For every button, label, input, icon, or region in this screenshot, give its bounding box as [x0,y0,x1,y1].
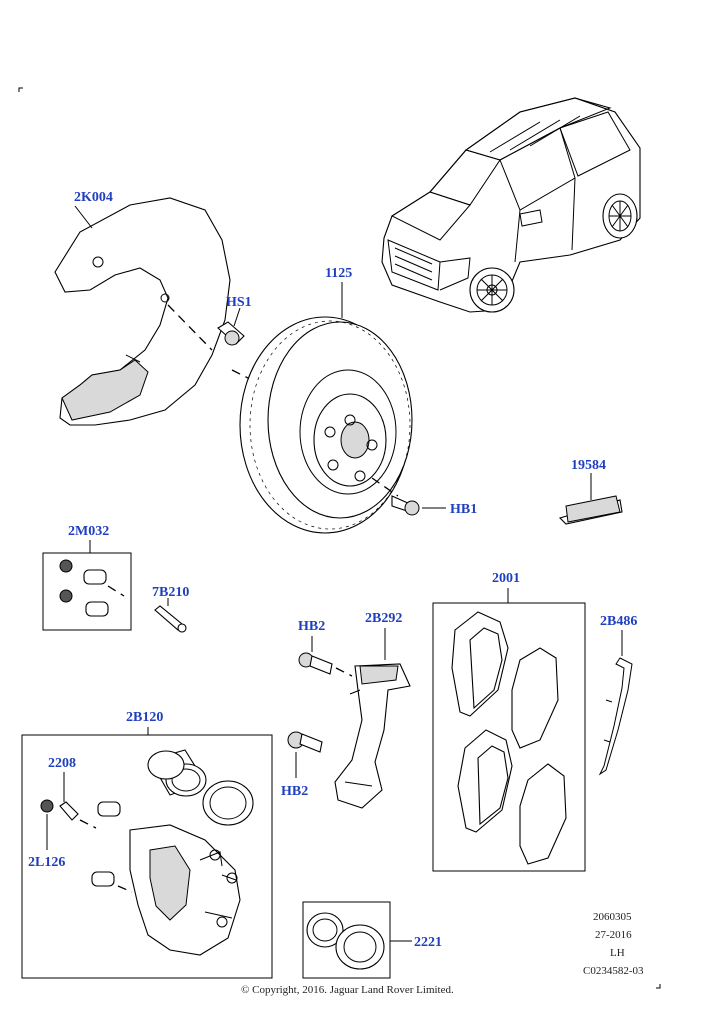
bleed-screw-part [59,801,79,821]
callout-hb2-bottom[interactable]: HB2 [281,784,308,799]
callout-19584[interactable]: 19584 [571,458,606,473]
caliper-kit-box [21,734,273,979]
meta-line-3: LH [610,947,625,959]
brake-pads-box [432,602,586,872]
vehicle-illustration [381,97,641,313]
caliper-carrier-part [334,663,411,809]
callout-hs1[interactable]: HS1 [226,295,252,310]
seal-kit-box [302,901,391,979]
slide-pin-part [154,605,187,633]
disc-bolt-part [391,495,420,516]
callout-hb2-top[interactable]: HB2 [298,619,325,634]
caliper-body-part [129,824,241,956]
corner-mark [656,984,661,989]
callout-1125[interactable]: 1125 [325,266,352,281]
callout-2m032[interactable]: 2M032 [68,524,109,539]
callout-2208[interactable]: 2208 [48,756,76,771]
copyright-text: © Copyright, 2016. Jaguar Land Rover Lim… [241,984,454,996]
callout-2001[interactable]: 2001 [492,571,520,586]
brake-disc-part [239,316,413,534]
callout-2b292[interactable]: 2B292 [365,611,402,626]
callout-2b486[interactable]: 2B486 [600,614,637,629]
brake-pads-part [451,611,567,865]
callout-2l126[interactable]: 2L126 [28,855,65,870]
axis-line [371,477,399,497]
pad-shim-part [558,495,623,525]
carrier-bolt-bottom-part [287,731,323,753]
spring-clip-part [598,657,633,776]
meta-line-4: C0234582-03 [583,965,644,977]
shield-screw-part [217,321,245,346]
axis-line [231,369,261,385]
guide-pin-kit-box [42,552,132,631]
dust-shield-part [54,197,231,426]
callout-2221[interactable]: 2221 [414,935,442,950]
piston-seal-part [202,780,254,826]
callout-hb1[interactable]: HB1 [450,502,477,517]
meta-line-1: 2060305 [593,911,632,923]
callout-2b120[interactable]: 2B120 [126,710,163,725]
guide-pin-kit-part [59,559,125,617]
caliper-pins-part [79,801,133,893]
meta-line-2: 27-2016 [595,929,632,941]
bleed-cap-part [40,799,54,813]
seal-kit-part [306,912,385,970]
corner-mark [18,87,23,92]
piston-part [147,749,207,797]
carrier-bolt-top-part [298,652,333,675]
callout-2k004[interactable]: 2K004 [74,190,113,205]
callout-7b210[interactable]: 7B210 [152,585,189,600]
axis-line [167,304,213,351]
